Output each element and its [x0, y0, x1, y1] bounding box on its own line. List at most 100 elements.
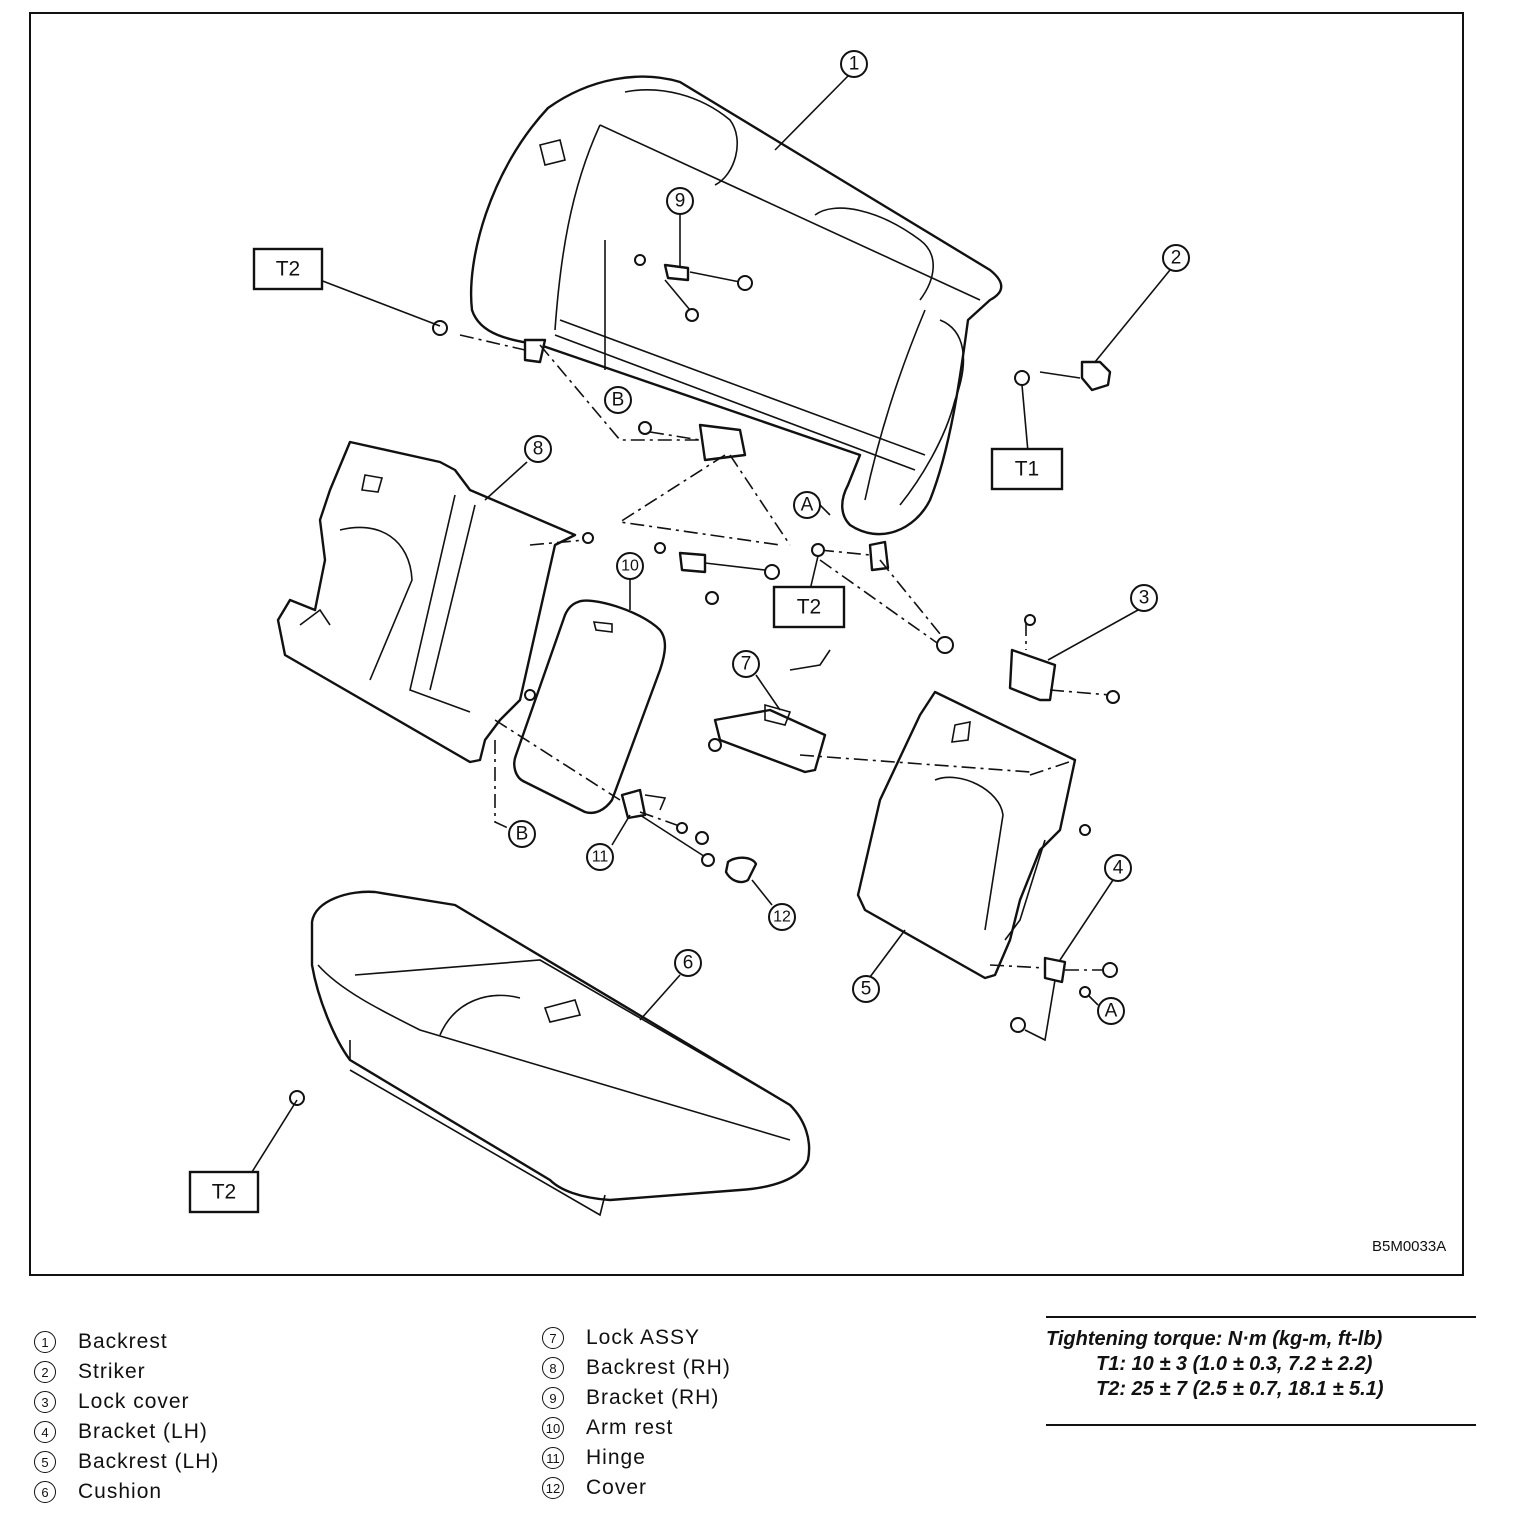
striker-part [1039, 360, 1112, 392]
fasteners [289, 254, 1120, 1106]
assembly-lines [459, 334, 1076, 829]
torque-tag-t2-lower: T2 [188, 1170, 260, 1214]
legend-item: 12 Cover [542, 1473, 731, 1503]
legend-label: Striker [78, 1360, 146, 1383]
callout-10: 10 [616, 552, 644, 580]
tightening-torque-box: Tightening torque: N·m (kg-m, ft-lb) T1:… [1046, 1316, 1476, 1426]
legend-number: 4 [34, 1421, 56, 1443]
diagram-frame [29, 12, 1464, 1276]
svg-text:B: B [612, 390, 625, 411]
svg-text:T1: T1 [1015, 458, 1040, 481]
legend-number: 3 [34, 1391, 56, 1413]
backrest-brackets [523, 338, 890, 574]
svg-text:2: 2 [1171, 248, 1182, 269]
svg-text:11: 11 [592, 849, 609, 866]
callout-4: 4 [1104, 854, 1132, 882]
legend-label: Cover [586, 1476, 648, 1499]
backrest-rh-part [276, 440, 577, 764]
lock-assy-part [713, 649, 1031, 774]
svg-text:A: A [1105, 1001, 1118, 1022]
torque-t2: T2: 25 ± 7 (2.5 ± 0.7, 18.1 ± 5.1) [1096, 1378, 1384, 1400]
legend-number: 1 [34, 1331, 56, 1353]
svg-text:A: A [801, 495, 814, 516]
legend-number: 12 [542, 1477, 564, 1499]
callout-7: 7 [732, 650, 760, 678]
callout-2: 2 [1162, 244, 1190, 272]
svg-text:1: 1 [849, 54, 860, 75]
legend-number: 8 [542, 1357, 564, 1379]
svg-text:T2: T2 [276, 258, 301, 281]
svg-text:7: 7 [741, 654, 752, 675]
bracket-rh-part [663, 263, 741, 311]
legend-item: 6 Cushion [34, 1477, 219, 1507]
svg-text:T2: T2 [212, 1181, 237, 1204]
figure-code: B5M0033A [1372, 1238, 1446, 1255]
bracket-lh-part [989, 956, 1105, 1042]
callout-11: 11 [586, 843, 614, 871]
hinge-part [620, 788, 711, 861]
callout-1: 1 [840, 50, 868, 78]
torque-tag-t2-middle: T2 [772, 585, 846, 629]
legend-label: Bracket (RH) [586, 1386, 720, 1409]
svg-text:5: 5 [861, 979, 872, 1000]
cover-part [724, 856, 758, 884]
legend-label: Backrest (LH) [78, 1450, 220, 1473]
legend-number: 10 [542, 1417, 564, 1439]
callout-5: 5 [852, 975, 880, 1003]
svg-text:10: 10 [621, 558, 639, 575]
legend-item: 5 Backrest (LH) [34, 1447, 219, 1477]
legend-number: 9 [542, 1387, 564, 1409]
svg-text:9: 9 [675, 191, 686, 212]
ref-mark-a-lower: A [1097, 997, 1125, 1025]
legend-item: 11 Hinge [542, 1443, 731, 1473]
legend-label: Hinge [586, 1446, 646, 1469]
torque-t1: T1: 10 ± 3 (1.0 ± 0.3, 7.2 ± 2.2) [1096, 1353, 1373, 1375]
legend-label: Cushion [78, 1480, 163, 1503]
legend-label: Backrest (RH) [586, 1356, 731, 1379]
legend-item: 3 Lock cover [34, 1387, 219, 1417]
ref-mark-b-lower: B [508, 820, 536, 848]
legend-item: 4 Bracket (LH) [34, 1417, 219, 1447]
svg-text:T2: T2 [797, 596, 822, 619]
legend-number: 6 [34, 1481, 56, 1503]
cushion-part [310, 890, 811, 1217]
svg-text:12: 12 [773, 909, 791, 926]
svg-text:6: 6 [683, 953, 694, 974]
torque-title: Tightening torque: N·m (kg-m, ft-lb) [1046, 1328, 1383, 1350]
callout-9: 9 [666, 187, 694, 215]
callout-6: 6 [674, 949, 702, 977]
callout-12: 12 [768, 903, 796, 931]
legend-item: 9 Bracket (RH) [542, 1383, 731, 1413]
leader-lines [251, 75, 1171, 1173]
callout-3: 3 [1130, 584, 1158, 612]
legend-number: 5 [34, 1451, 56, 1473]
legend-label: Backrest [78, 1330, 168, 1353]
callout-8: 8 [524, 435, 552, 463]
legend-number: 11 [542, 1447, 564, 1469]
torque-tag-t1: T1 [990, 447, 1064, 491]
legend-item: 8 Backrest (RH) [542, 1353, 731, 1383]
legend-item: 2 Striker [34, 1357, 219, 1387]
legend-label: Lock cover [78, 1390, 190, 1413]
svg-text:4: 4 [1113, 858, 1124, 879]
legend-number: 7 [542, 1327, 564, 1349]
backrest-lh-part [856, 690, 1077, 980]
svg-text:B: B [516, 824, 529, 845]
legend-item: 7 Lock ASSY [542, 1323, 731, 1353]
legend-label: Bracket (LH) [78, 1420, 208, 1443]
lock-cover-part [1008, 622, 1111, 702]
legend-label: Lock ASSY [586, 1326, 701, 1349]
arm-rest-part [513, 599, 667, 814]
torque-tag-t2-upper: T2 [252, 247, 324, 291]
ref-mark-b-upper: B [604, 386, 632, 414]
ref-mark-a-upper: A [793, 491, 821, 519]
legend-number: 2 [34, 1361, 56, 1383]
backrest-part [469, 75, 1003, 536]
legend-item: 1 Backrest [34, 1327, 219, 1357]
parts-legend-left: 1 Backrest 2 Striker 3 Lock cover 4 Bracket … [34, 1327, 219, 1507]
svg-text:8: 8 [533, 439, 544, 460]
svg-text:3: 3 [1139, 588, 1150, 609]
